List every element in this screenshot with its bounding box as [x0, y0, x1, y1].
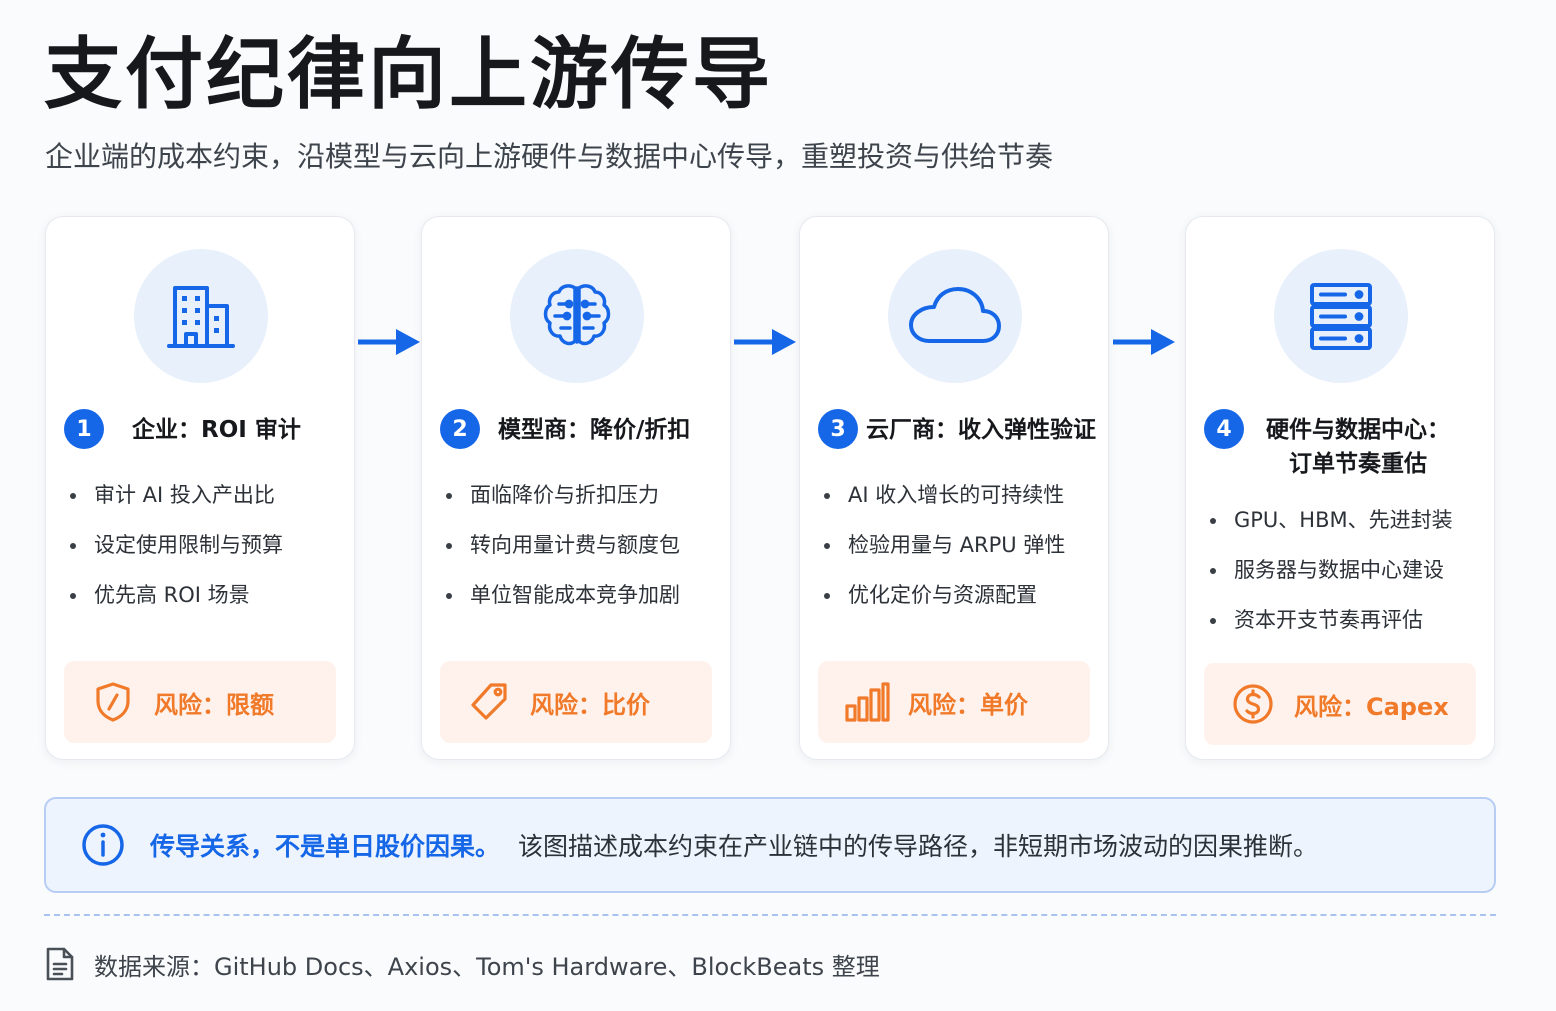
- risk-badge: 风险：单价: [818, 661, 1090, 743]
- list-item: GPU、HBM、先进封装: [1208, 505, 1486, 535]
- server-icon: [1310, 283, 1372, 350]
- risk-badge: 风险：比价: [440, 661, 712, 743]
- step-number-badge: 4: [1204, 409, 1244, 449]
- page-subtitle: 企业端的成本约束，沿模型与云向上游硬件与数据中心传导，重塑投资与供给节奏: [45, 140, 1054, 173]
- cloud-icon: [909, 287, 1001, 343]
- risk-label: 风险：单价: [908, 690, 1028, 719]
- building-icon: [167, 286, 235, 348]
- risk-badge: 风险：Capex: [1204, 663, 1476, 745]
- bullet-list: 面临降价与折扣压力 转向用量计费与额度包 单位智能成本竞争加剧: [444, 480, 722, 630]
- source-note: 数据来源：GitHub Docs、Axios、Tom's Hardware、Bl…: [44, 944, 880, 984]
- info-note: 传导关系，不是单日股价因果。 该图描述成本约束在产业链中的传导路径，非短期市场波…: [44, 797, 1496, 893]
- bar-chart-icon: [845, 682, 890, 722]
- flow-arrow: [358, 329, 420, 355]
- flow-card-cloud-vendor: 3 云厂商：收入弹性验证 AI 收入增长的可持续性 检验用量与 ARPU 弹性 …: [799, 216, 1109, 760]
- risk-label: 风险：限额: [154, 690, 274, 719]
- list-item: 资本开支节奏再评估: [1208, 605, 1486, 635]
- step-header: 2 模型商：降价/折扣: [440, 409, 724, 449]
- list-item: 面临降价与折扣压力: [444, 480, 722, 510]
- risk-label: 风险：比价: [530, 690, 650, 719]
- shield-icon: [96, 682, 130, 722]
- step-header: 3 云厂商：收入弹性验证: [818, 409, 1102, 449]
- icon-circle: [510, 249, 644, 383]
- dollar-coin-icon: [1233, 684, 1273, 724]
- page-title: 支付纪律向上游传导: [44, 30, 774, 120]
- flow-arrow: [1113, 329, 1175, 355]
- list-item: 转向用量计费与额度包: [444, 530, 722, 560]
- list-item: 优先高 ROI 场景: [68, 580, 346, 610]
- flow-card-model-vendor: 2 模型商：降价/折扣 面临降价与折扣压力 转向用量计费与额度包 单位智能成本竞…: [421, 216, 731, 760]
- step-header: 4 硬件与数据中心： 订单节奏重估: [1204, 409, 1488, 481]
- list-item: 服务器与数据中心建设: [1208, 555, 1486, 585]
- step-title: 云厂商：收入弹性验证: [866, 417, 1096, 443]
- risk-badge: 风险：限额: [64, 661, 336, 743]
- icon-circle: [134, 249, 268, 383]
- source-text: 数据来源：GitHub Docs、Axios、Tom's Hardware、Bl…: [94, 952, 880, 981]
- list-item: 单位智能成本竞争加剧: [444, 580, 722, 610]
- list-item: 检验用量与 ARPU 弹性: [822, 530, 1100, 560]
- bullet-list: GPU、HBM、先进封装 服务器与数据中心建设 资本开支节奏再评估: [1208, 505, 1486, 655]
- flow-arrow: [734, 329, 796, 355]
- flow-card-hardware-datacenter: 4 硬件与数据中心： 订单节奏重估 GPU、HBM、先进封装 服务器与数据中心建…: [1185, 216, 1495, 760]
- list-item: AI 收入增长的可持续性: [822, 480, 1100, 510]
- price-tag-icon: [471, 683, 507, 720]
- icon-circle: [888, 249, 1022, 383]
- step-number-badge: 3: [818, 409, 858, 449]
- info-headline: 传导关系，不是单日股价因果。: [150, 832, 501, 861]
- list-item: 审计 AI 投入产出比: [68, 480, 346, 510]
- icon-circle: [1274, 249, 1408, 383]
- bullet-list: 审计 AI 投入产出比 设定使用限制与预算 优先高 ROI 场景: [68, 480, 346, 630]
- step-title: 硬件与数据中心： 订单节奏重估: [1266, 417, 1450, 477]
- bullet-list: AI 收入增长的可持续性 检验用量与 ARPU 弹性 优化定价与资源配置: [822, 480, 1100, 630]
- list-item: 设定使用限制与预算: [68, 530, 346, 560]
- risk-label: 风险：Capex: [1294, 692, 1449, 721]
- step-header: 1 企业：ROI 审计: [64, 409, 348, 449]
- step-title: 模型商：降价/折扣: [498, 417, 691, 443]
- document-icon: [46, 947, 74, 981]
- step-number-badge: 2: [440, 409, 480, 449]
- dashed-divider: [44, 914, 1496, 916]
- flow-card-enterprise: 1 企业：ROI 审计 审计 AI 投入产出比 设定使用限制与预算 优先高 RO…: [45, 216, 355, 760]
- info-description: 该图描述成本约束在产业链中的传导路径，非短期市场波动的因果推断。: [518, 832, 1319, 861]
- info-icon: [82, 824, 124, 866]
- step-number-badge: 1: [64, 409, 104, 449]
- step-title: 企业：ROI 审计: [132, 417, 301, 443]
- brain-icon: [543, 284, 611, 346]
- list-item: 优化定价与资源配置: [822, 580, 1100, 610]
